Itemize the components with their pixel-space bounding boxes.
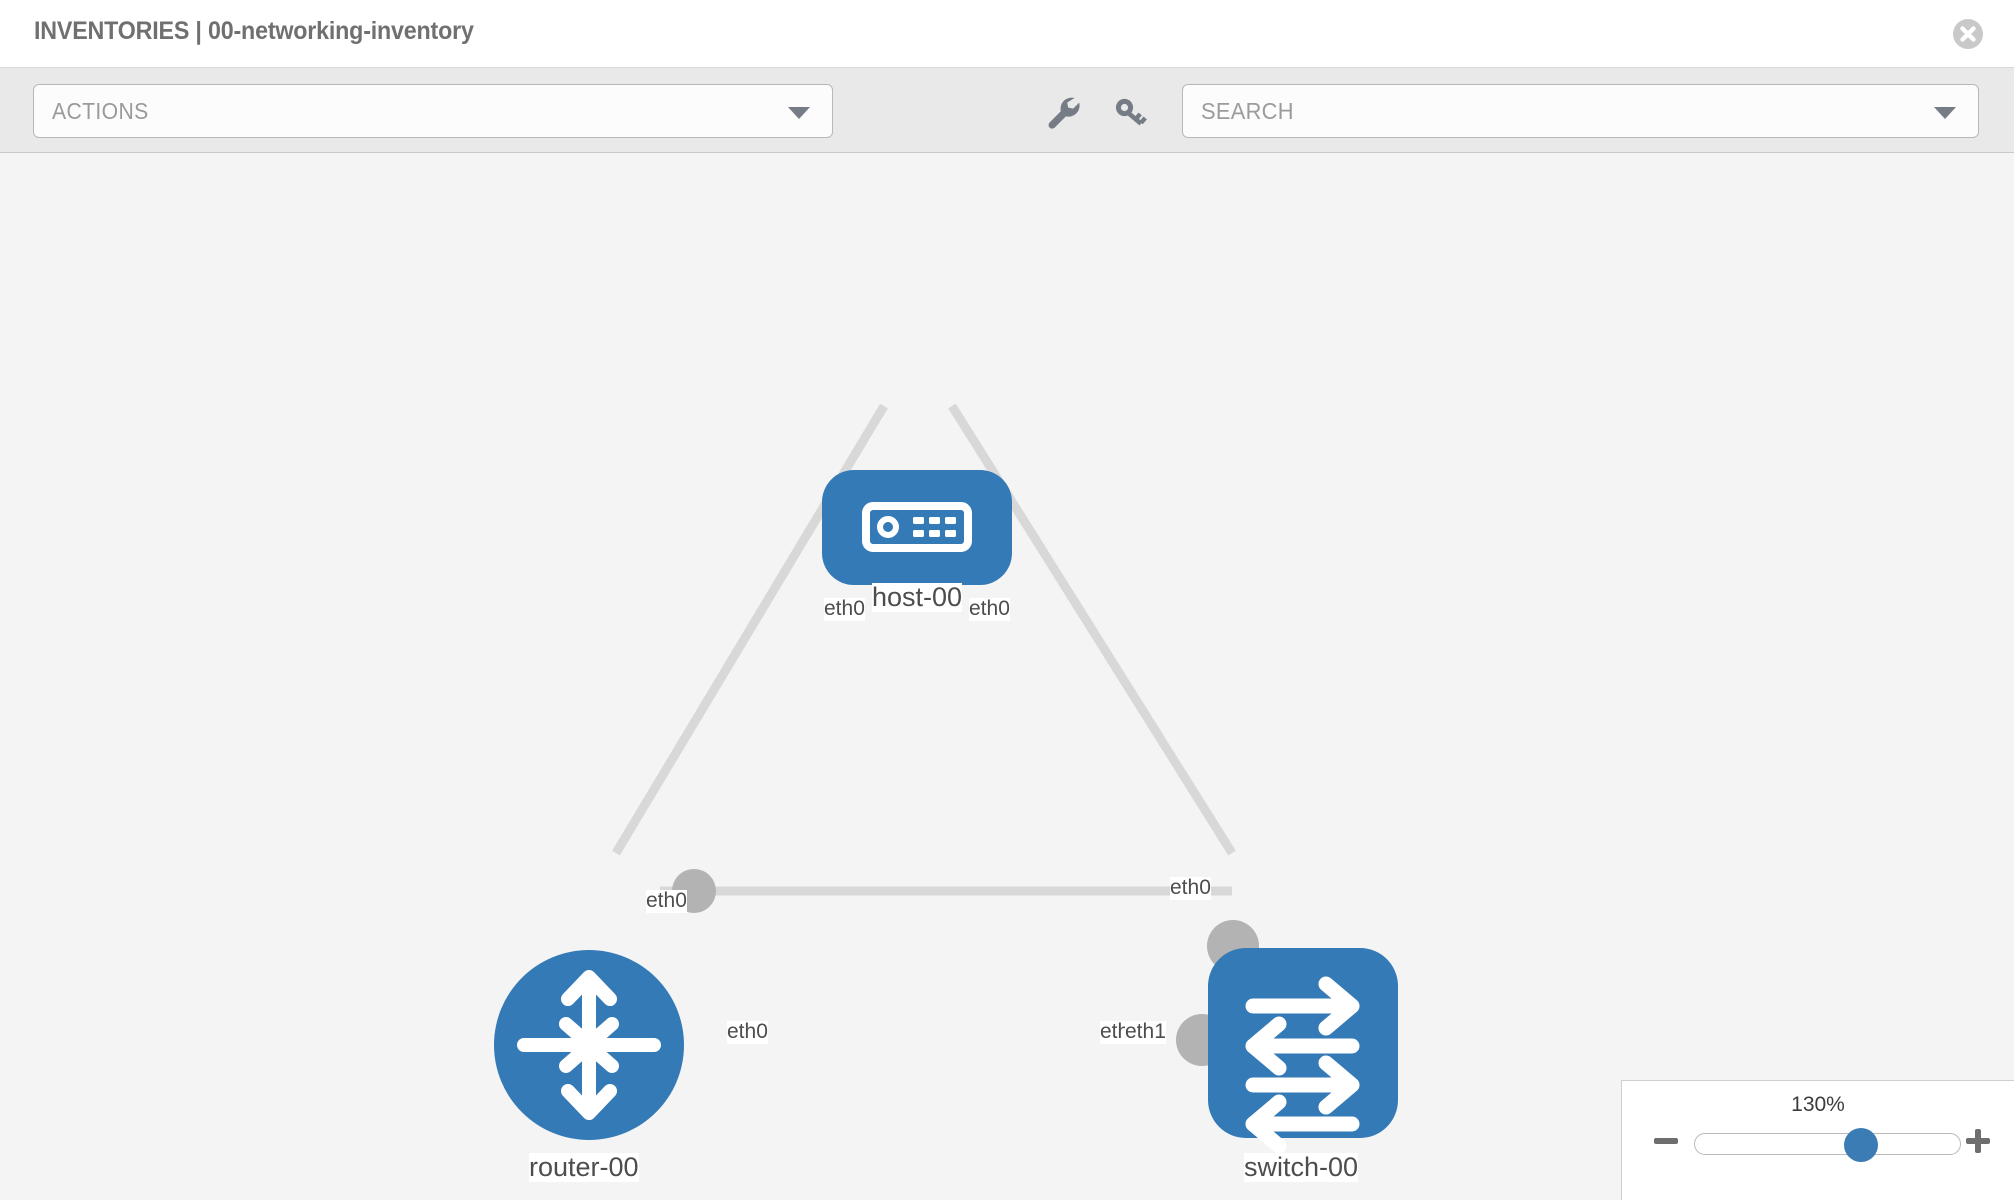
node-label-host-00: host-00 bbox=[872, 582, 963, 613]
page-header: INVENTORIES | 00-networking-inventory bbox=[0, 0, 2014, 68]
actions-dropdown-label: ACTIONS bbox=[52, 98, 149, 124]
chevron-down-icon bbox=[788, 107, 810, 119]
close-icon[interactable] bbox=[1952, 18, 1984, 50]
interface-label-router-up: eth0 bbox=[646, 889, 687, 913]
zoom-control-panel: 130% bbox=[1621, 1080, 2014, 1200]
interface-label-router-right: eth0 bbox=[727, 1020, 768, 1044]
interface-label-switch-up: eth0 bbox=[1170, 876, 1211, 900]
interface-label-host-right: eth0 bbox=[969, 597, 1010, 621]
topology-canvas[interactable]: eth0 host-00 eth0 eth0 eth0 eth0 eth eth… bbox=[0, 153, 2014, 1200]
node-router-00 bbox=[494, 950, 684, 1140]
zoom-out-button[interactable] bbox=[1652, 1127, 1680, 1155]
zoom-slider-thumb[interactable] bbox=[1843, 1128, 1878, 1162]
zoom-in-button[interactable] bbox=[1964, 1127, 1992, 1155]
node-switch-00 bbox=[1208, 948, 1398, 1154]
interface-label-host-left: eth0 bbox=[824, 597, 865, 621]
node-label-switch-00: switch-00 bbox=[1244, 1152, 1359, 1183]
chevron-down-icon[interactable] bbox=[1934, 107, 1956, 119]
interface-label-switch-left: eth1 bbox=[1125, 1020, 1166, 1044]
wrench-icon[interactable] bbox=[1045, 94, 1083, 130]
node-host-00 bbox=[822, 470, 1012, 585]
edge-host-switch bbox=[948, 403, 1236, 856]
actions-dropdown[interactable]: ACTIONS bbox=[33, 84, 833, 138]
toolbar: ACTIONS SEARCH bbox=[0, 68, 2014, 153]
search-placeholder: SEARCH bbox=[1201, 98, 1294, 124]
zoom-slider[interactable] bbox=[1694, 1128, 1961, 1162]
page-title: INVENTORIES | 00-networking-inventory bbox=[34, 17, 474, 45]
topology-graph bbox=[494, 403, 1398, 1154]
search-input[interactable]: SEARCH bbox=[1182, 84, 1979, 138]
key-icon[interactable] bbox=[1112, 94, 1150, 130]
zoom-level-value: 130% bbox=[1791, 1093, 1845, 1116]
interface-label-switch-left-underlay: eth bbox=[1100, 1020, 1130, 1044]
node-label-router-00: router-00 bbox=[529, 1152, 639, 1183]
